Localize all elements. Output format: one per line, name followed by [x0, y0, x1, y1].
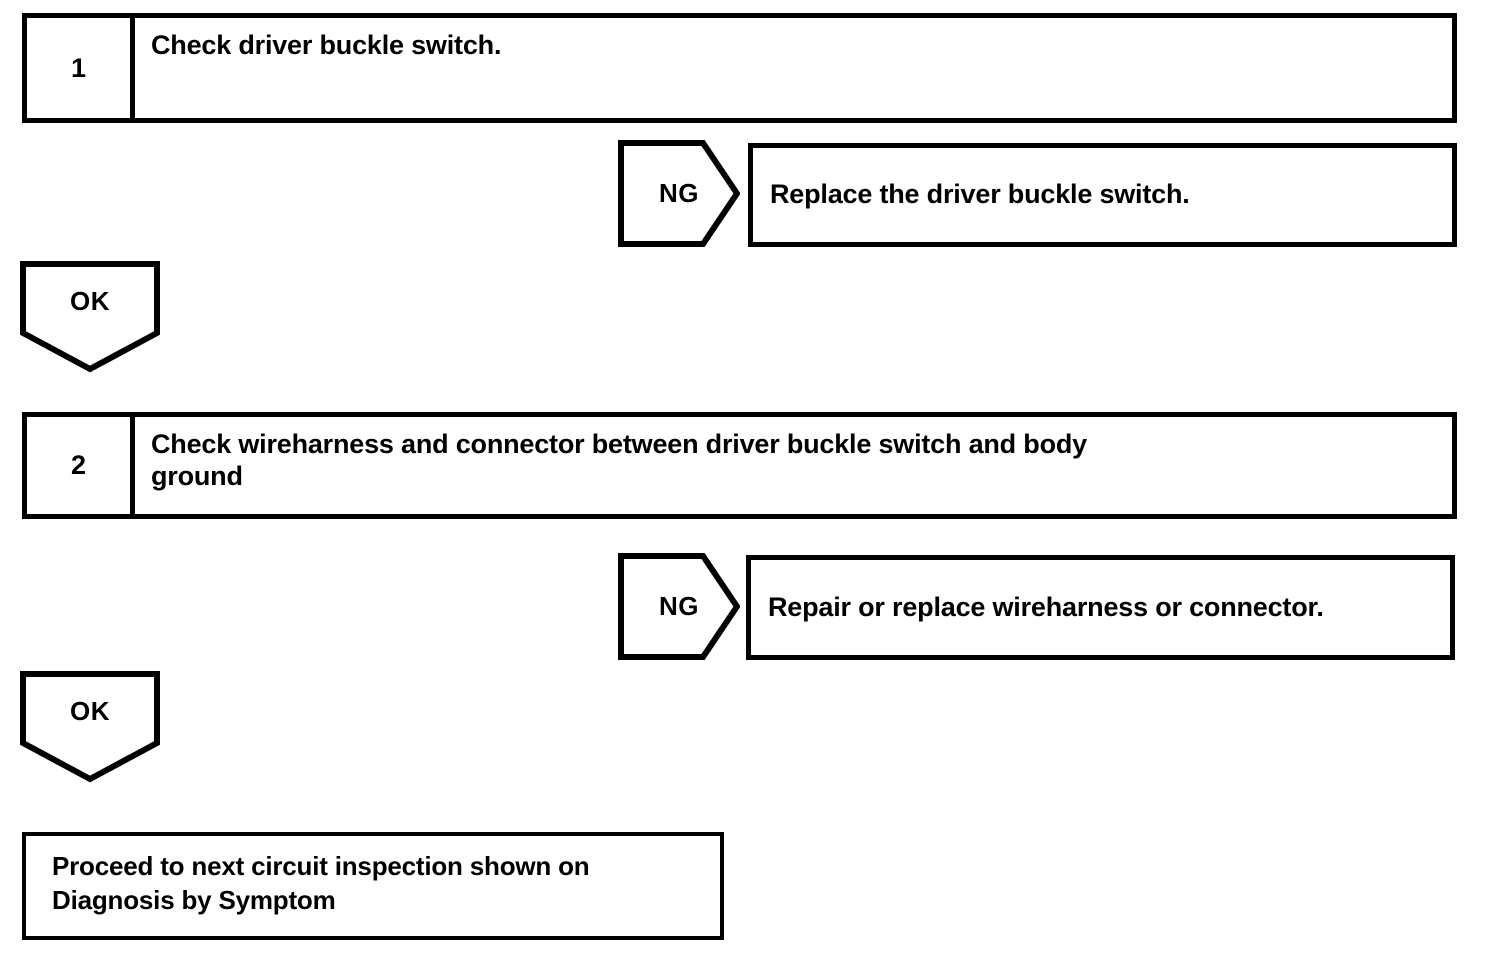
ng-result-box-1: Replace the driver buckle switch.	[748, 143, 1457, 247]
ng-connector-2: NG	[618, 553, 740, 660]
ng-arrow-shape-2	[618, 553, 740, 660]
ok-connector-2: OK	[20, 671, 160, 783]
ng-connector-1: NG	[618, 140, 740, 247]
ng-result-box-2: Repair or replace wireharness or connect…	[746, 555, 1455, 660]
step-box-2: 2 Check wireharness and connector betwee…	[22, 412, 1457, 519]
step-text-1: Check driver buckle switch.	[151, 30, 502, 60]
ok-arrow-shape-2	[20, 671, 160, 783]
ng-arrow-shape-1	[618, 140, 740, 247]
step-number-2: 2	[27, 417, 135, 514]
step-text-2: Check wireharness and connector between …	[151, 429, 1087, 491]
terminal-box: Proceed to next circuit inspection shown…	[22, 832, 724, 940]
step-number-1: 1	[27, 18, 135, 118]
step-box-1: 1 Check driver buckle switch.	[22, 13, 1457, 123]
ok-arrow-shape-1	[20, 261, 160, 373]
ok-connector-1: OK	[20, 261, 160, 373]
